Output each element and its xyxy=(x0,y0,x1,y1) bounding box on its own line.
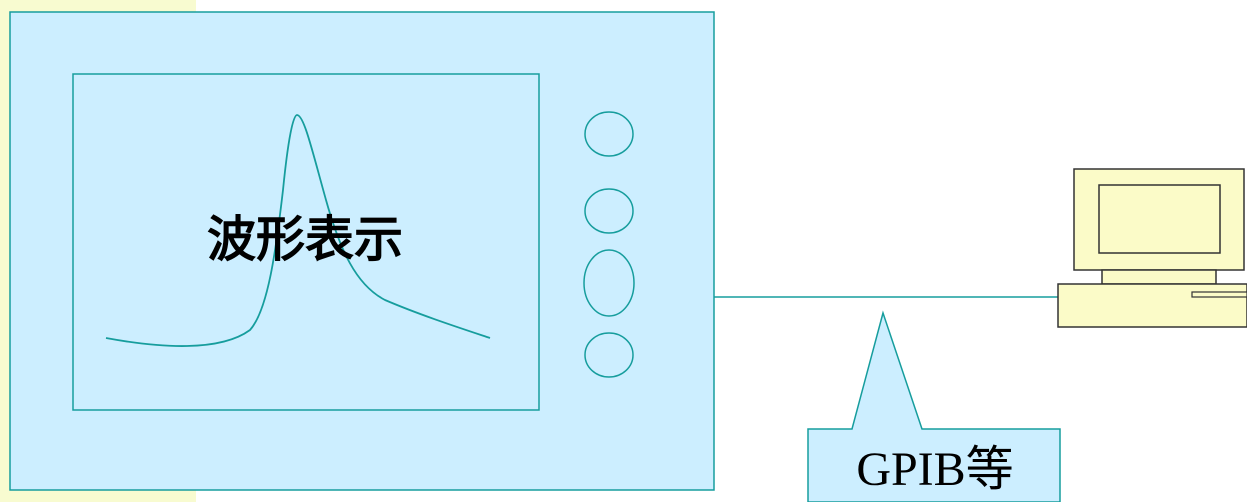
callout-bubble xyxy=(807,310,1061,502)
control-knob xyxy=(584,332,634,378)
control-knob xyxy=(584,111,634,157)
computer-icon xyxy=(1057,168,1247,328)
instrument-screen xyxy=(72,73,540,411)
waveform-label: 波形表示 xyxy=(207,211,403,268)
control-knob xyxy=(584,188,634,234)
callout-label: GPIB等 xyxy=(856,443,1013,496)
waveform-curve xyxy=(105,114,491,347)
computer-base xyxy=(1057,283,1247,328)
control-knob xyxy=(583,249,635,317)
computer-screen xyxy=(1098,184,1221,254)
disk-drive-slot xyxy=(1191,291,1247,298)
computer-neck xyxy=(1101,269,1217,285)
